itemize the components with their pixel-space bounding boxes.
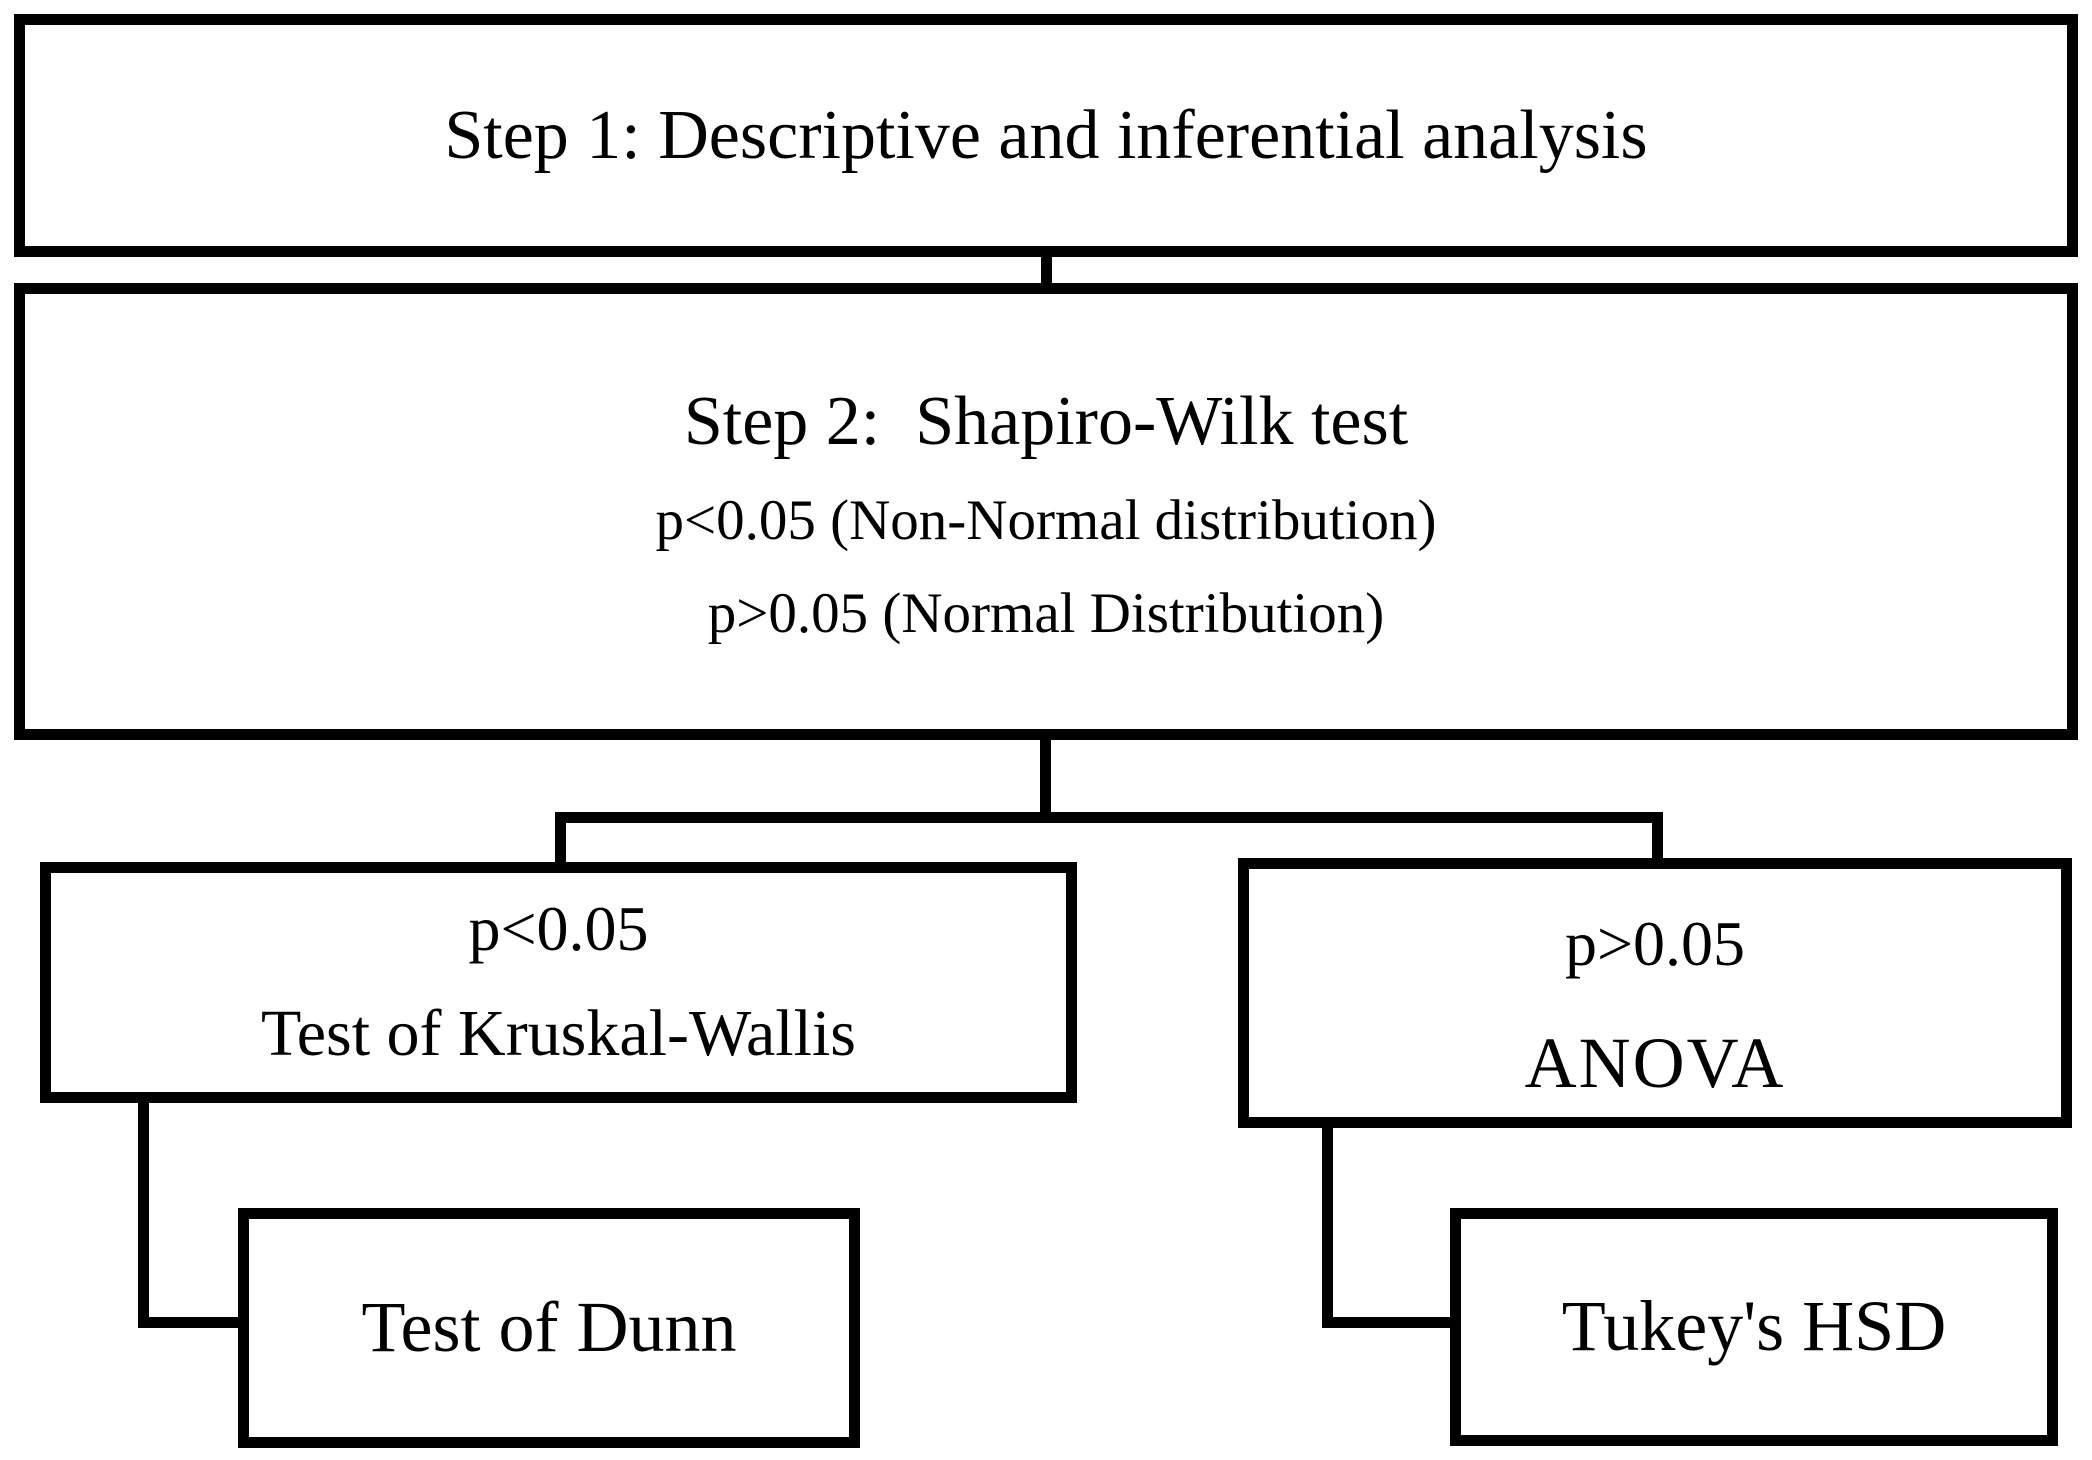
node-tukey-hsd: Tukey's HSD: [1450, 1208, 2058, 1446]
node-kruskal-wallis: p<0.05 Test of Kruskal-Wallis: [40, 862, 1077, 1103]
connector-branch-rail: [555, 812, 1663, 823]
anova-pvalue: p>0.05: [1564, 908, 1746, 980]
connector-rail-to-anova: [1652, 812, 1663, 864]
kruskal-label: Test of Kruskal-Wallis: [261, 997, 856, 1071]
connector-anova-to-tukey: [1322, 1317, 1457, 1328]
step2-nonnormal-rule: p<0.05 (Non-Normal distribution): [655, 489, 1437, 553]
connector-step2-stub: [1040, 735, 1051, 819]
node-step1: Step 1: Descriptive and inferential anal…: [14, 14, 2078, 257]
anova-label: ANOVA: [1524, 1022, 1786, 1103]
step2-normal-rule: p>0.05 (Normal Distribution): [707, 582, 1385, 645]
step2-title: Step 2: Shapiro-Wilk test: [683, 383, 1409, 461]
node-anova: p>0.05 ANOVA: [1238, 858, 2072, 1128]
node-step2: Step 2: Shapiro-Wilk test p<0.05 (Non-No…: [14, 283, 2078, 740]
connector-anova-down: [1322, 1122, 1333, 1328]
connector-kruskal-to-dunn: [138, 1317, 245, 1328]
tukey-label: Tukey's HSD: [1561, 1286, 1947, 1367]
kruskal-pvalue: p<0.05: [468, 893, 649, 964]
connector-step1-to-step2: [1041, 250, 1052, 290]
dunn-label: Test of Dunn: [361, 1287, 737, 1368]
connector-rail-to-kruskal: [555, 812, 566, 868]
node-dunn: Test of Dunn: [238, 1208, 860, 1448]
connector-kruskal-down: [138, 1096, 149, 1328]
step1-label: Step 1: Descriptive and inferential anal…: [444, 97, 1648, 174]
